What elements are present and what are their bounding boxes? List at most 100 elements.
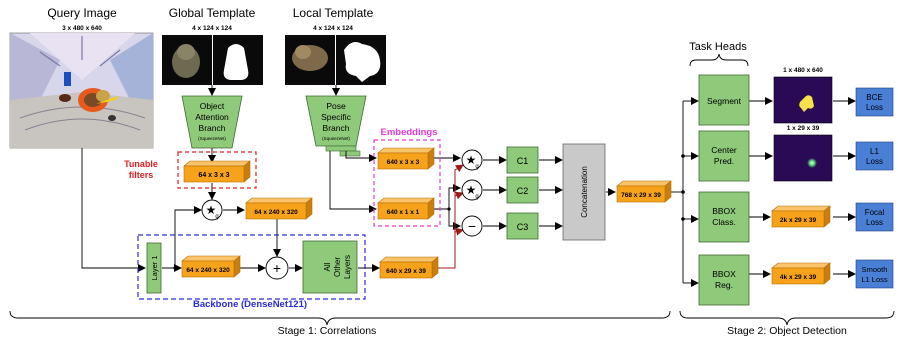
tensor-layer1-out-label: 64 x 240 x 320 — [186, 267, 230, 274]
tensor-bbox-class-out-label: 2k x 29 x 39 — [780, 217, 817, 224]
c1-block: C1 — [506, 146, 539, 174]
object-attention-line-2: Attention — [195, 112, 229, 122]
tensor-filters-label: 64 x 3 x 3 — [198, 172, 229, 179]
star-correlation-icon: ★ g — [461, 149, 483, 171]
tunable-filters-box — [177, 151, 257, 189]
star-symbol: ★ — [206, 203, 217, 217]
bus-junctions — [173, 154, 685, 270]
focal-loss-line-2: Loss — [866, 218, 883, 227]
other-layers-line-3: Layers — [343, 255, 352, 279]
pose-specific-line-2: Specific — [321, 112, 352, 122]
bce-loss: BCE Loss — [855, 87, 894, 117]
local-template-dims: 4 x 124 x 124 — [313, 25, 353, 32]
query-photo — [9, 32, 154, 149]
tensor-concat-out-label: 768 x 29 x 39 — [621, 192, 661, 199]
bbox-reg-label-line-1: BBOX — [712, 269, 736, 279]
c2-label: C2 — [517, 186, 529, 196]
object-attention-branch: Object Attention Branch (SqueezeNet) — [181, 95, 243, 149]
layer1-block: Layer 1 — [146, 242, 162, 294]
global-template-title: Global Template — [169, 6, 256, 20]
center-label-line-1: Center — [711, 145, 737, 155]
segment-output-map — [773, 76, 833, 124]
c3-label: C3 — [517, 222, 529, 232]
tensor-embed-1: 640 x 3 x 3 — [377, 147, 435, 170]
bbox-class-label-line-1: BBOX — [712, 206, 736, 216]
center-out-dims: 1 x 29 x 39 — [787, 125, 820, 132]
stage1-brace — [9, 310, 671, 326]
l1-loss-line-2: Loss — [866, 157, 883, 166]
center-label-line-2: Pred. — [714, 156, 734, 166]
other-layers-line-1: All — [323, 262, 332, 271]
tensor-embed-2-label: 640 x 1 x 1 — [387, 209, 420, 216]
object-attention-line-3: Branch — [199, 123, 226, 133]
smooth-l1-loss-line-1: Smooth — [862, 265, 888, 274]
center-head: Center Pred. — [698, 130, 750, 182]
tensor-bbox-reg-out-label: 4k x 29 x 39 — [780, 274, 817, 281]
bbox-class-head: BBOX Class. — [698, 191, 750, 243]
concatenation-block: Concatenation — [562, 143, 606, 241]
stage1-label: Stage 1: Correlations — [278, 325, 377, 337]
global-template-dims: 4 x 124 x 124 — [192, 25, 232, 32]
tensor-embed-2: 640 x 1 x 1 — [377, 197, 435, 220]
tensor-embed-1-label: 640 x 3 x 3 — [387, 159, 420, 166]
tunable-filters-line-2: filters — [129, 170, 154, 180]
plus-symbol: + — [273, 260, 281, 276]
bbox-reg-label-line-2: Reg. — [715, 280, 733, 290]
pose-specific-line-1: Pose — [326, 101, 346, 111]
tunable-filters-line-1: Tunable — [124, 159, 158, 169]
concatenation-label: Concatenation — [580, 166, 589, 218]
center-output-map — [773, 134, 833, 182]
smooth-l1-loss-line-2: L1 Loss — [861, 275, 888, 284]
embeddings-label: Embeddings — [380, 127, 437, 138]
c1-label: C1 — [517, 156, 529, 166]
layer1-label: Layer 1 — [150, 255, 159, 280]
segment-label: Segment — [707, 96, 742, 106]
star-symbol: ★ — [466, 183, 477, 197]
minus-symbol: − — [468, 218, 476, 234]
c2-block: C2 — [506, 176, 539, 204]
pose-specific-sub: (SqueezeNet) — [322, 136, 350, 141]
backbone-feature-connectors — [437, 164, 464, 269]
tensor-corr-out: 64 x 240 x 320 — [245, 197, 313, 220]
tensor-other-layers-out-label: 640 x 29 x 39 — [386, 268, 426, 275]
bbox-class-label-line-2: Class. — [712, 217, 736, 227]
tensor-bbox-class-out: 2k x 29 x 39 — [771, 205, 831, 228]
other-layers-line-2: Other — [333, 257, 342, 277]
stage2-label: Stage 2: Object Detection — [727, 325, 847, 337]
focal-loss: Focal Loss — [855, 202, 894, 232]
pose-specific-line-3: Branch — [323, 123, 350, 133]
connectors — [81, 85, 856, 287]
focal-loss-line-1: Focal — [865, 208, 885, 217]
tensor-concat-out: 768 x 29 x 39 — [616, 180, 672, 203]
smooth-l1-loss: Smooth L1 Loss — [855, 259, 894, 289]
local-template-images — [285, 35, 386, 85]
star-correlation-icon: ★ g — [461, 179, 483, 201]
segment-out-dims: 1 x 480 x 640 — [783, 67, 823, 74]
c3-block: C3 — [506, 212, 539, 240]
plus-icon: + — [265, 256, 289, 280]
query-image-title: Query Image — [47, 6, 117, 20]
local-template-title: Local Template — [293, 6, 374, 20]
tensor-corr-out-label: 64 x 240 x 320 — [254, 209, 298, 216]
backbone-label: Backbone (DenseNet121) — [193, 299, 307, 310]
pose-specific-branch: Pose Specific Branch (SqueezeNet) — [305, 95, 367, 157]
star-correlation-icon: ★ g — [201, 199, 223, 221]
l1-loss-line-1: L1 — [870, 147, 879, 156]
minus-icon: − — [461, 215, 483, 237]
star-subscript: g — [475, 194, 478, 200]
task-heads-brace — [689, 53, 749, 67]
bce-loss-line-2: Loss — [866, 103, 883, 112]
segment-head: Segment — [698, 74, 750, 126]
global-template-images — [162, 35, 263, 85]
object-attention-sub: (SqueezeNet) — [198, 136, 226, 141]
star-symbol: ★ — [466, 153, 477, 167]
tensor-other-layers-out: 640 x 29 x 39 — [379, 256, 439, 279]
other-layers-block: All Other Layers — [302, 240, 358, 294]
bbox-reg-head: BBOX Reg. — [698, 254, 750, 306]
star-subscript: g — [215, 214, 218, 220]
bce-loss-line-1: BCE — [866, 93, 882, 102]
tensor-bbox-reg-out: 4k x 29 x 39 — [771, 262, 831, 285]
backbone-box — [137, 234, 366, 300]
task-heads-title: Task Heads — [689, 41, 747, 53]
